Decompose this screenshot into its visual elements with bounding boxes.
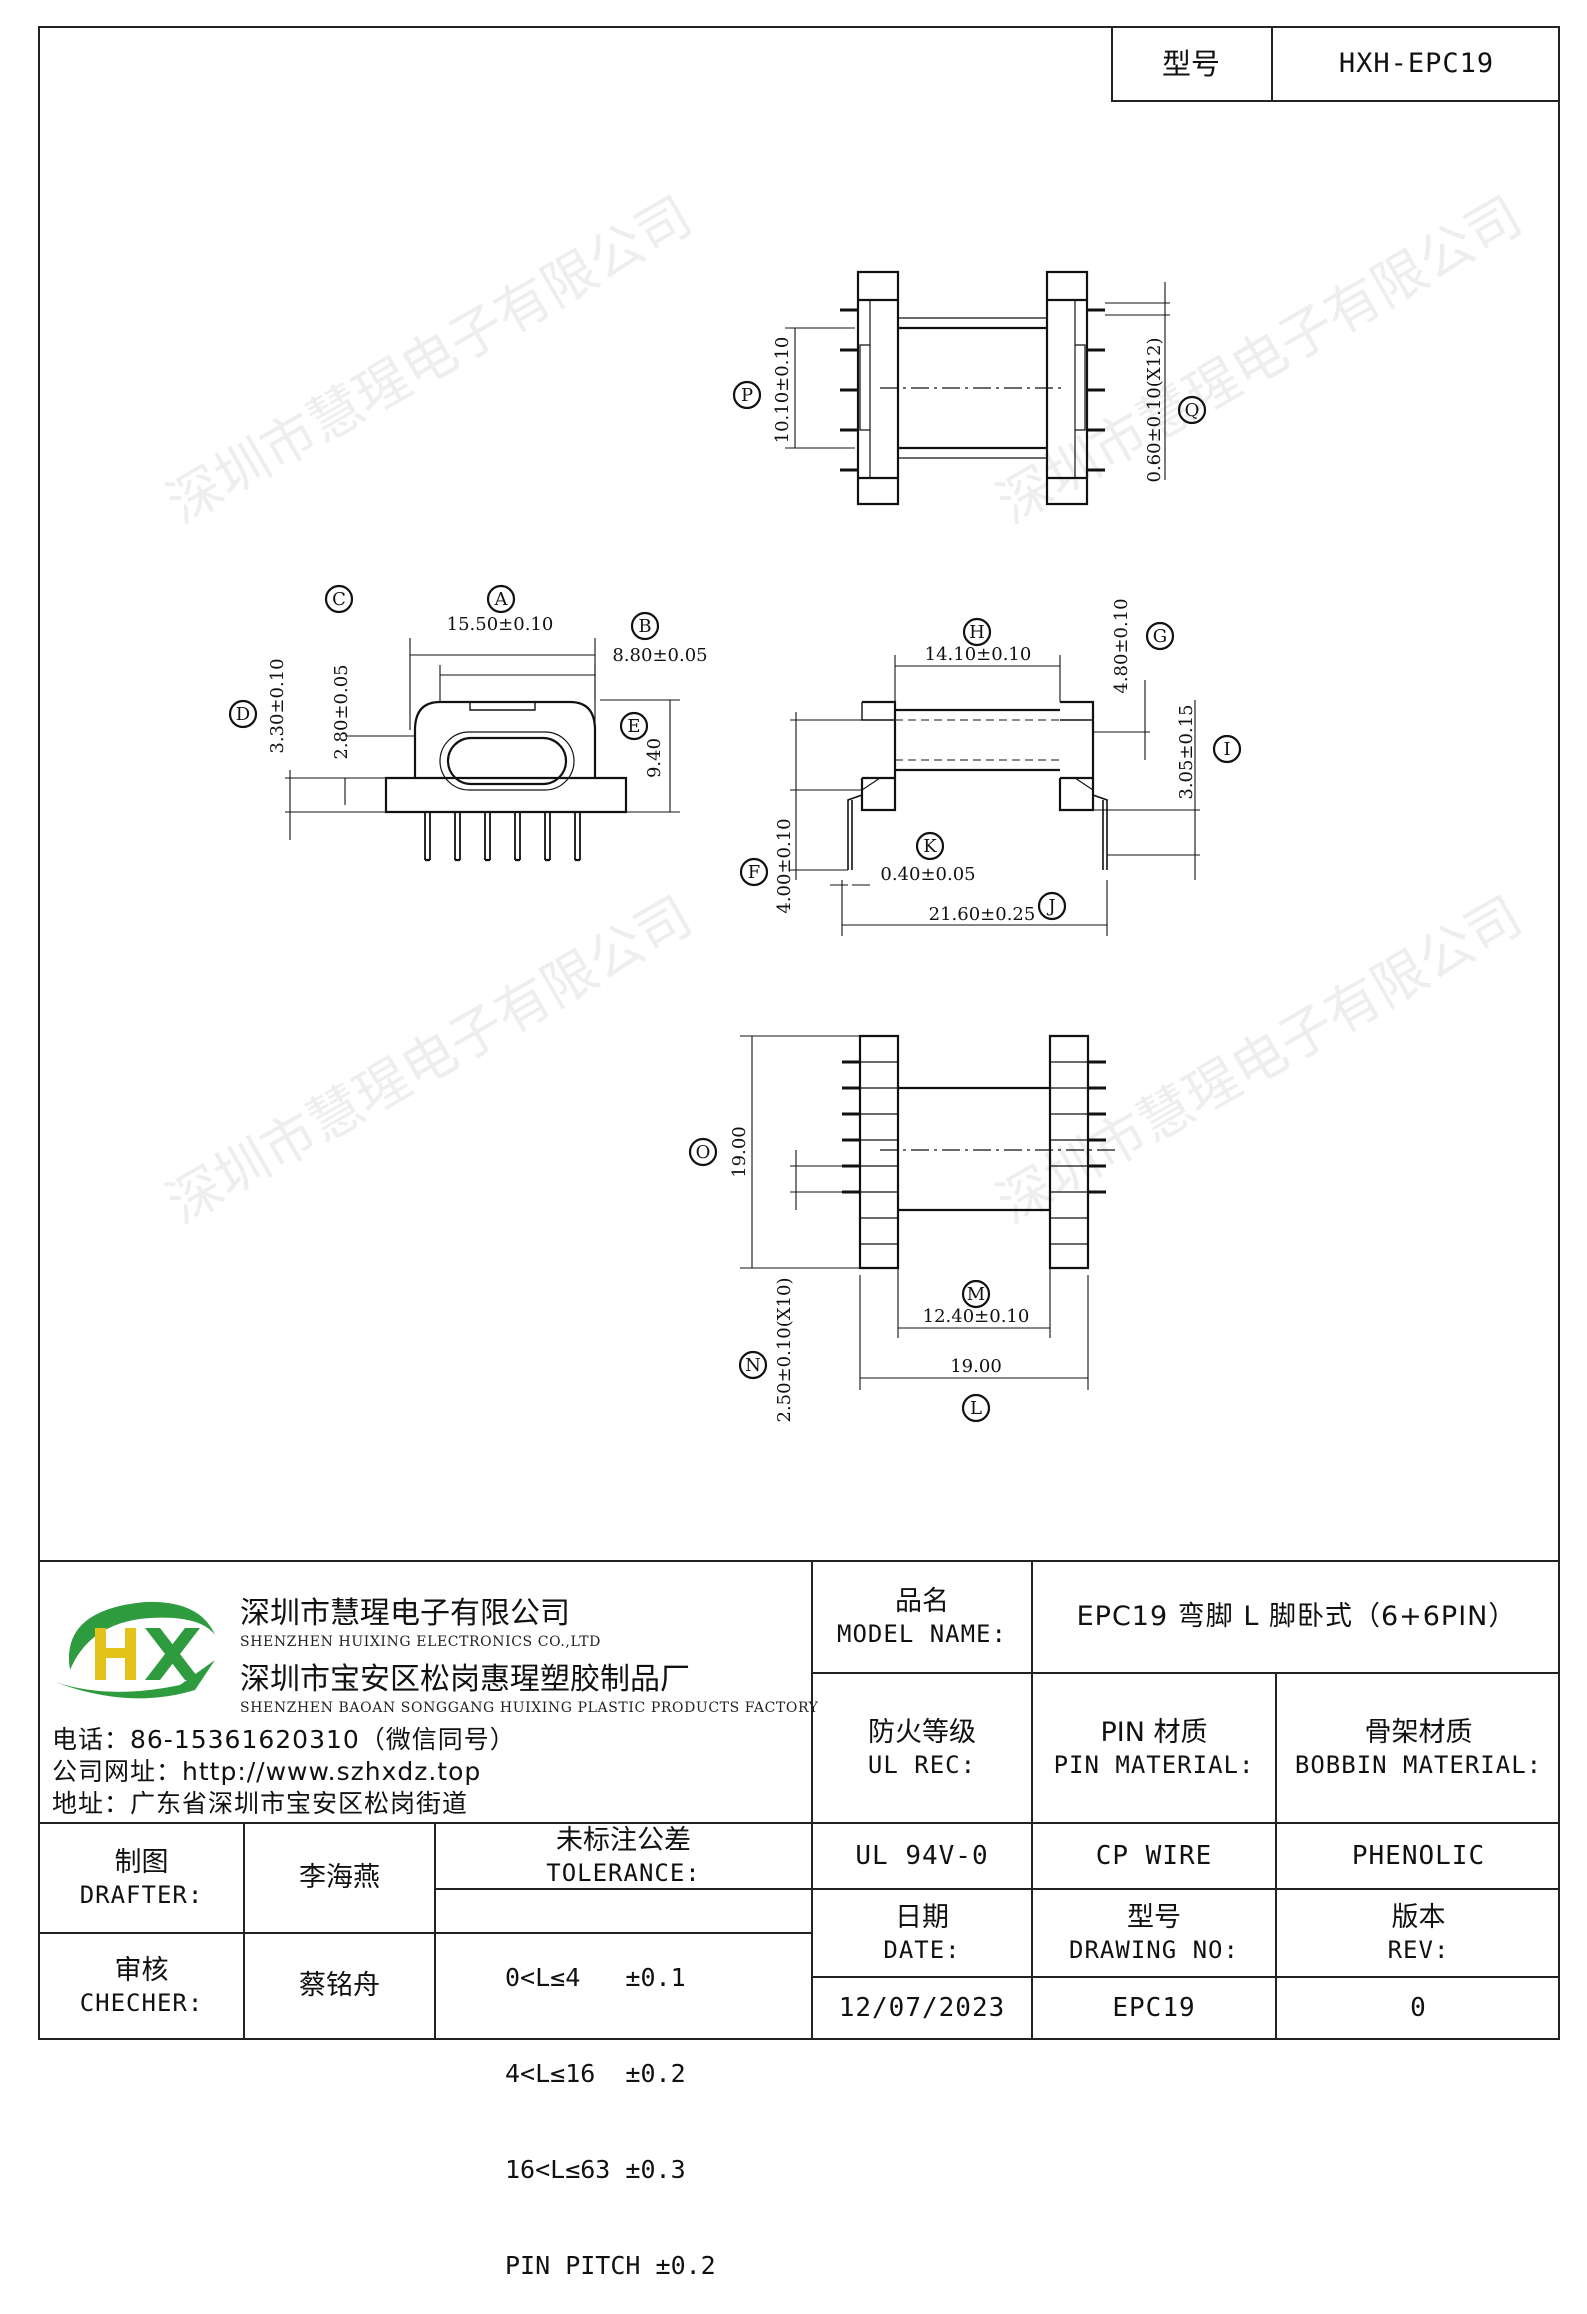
factory-name-cn: 深圳市宝安区松岗惠瑆塑胶制品厂 bbox=[240, 1662, 690, 1697]
tolerance-line: PIN PITCH ±0.2 bbox=[505, 2251, 716, 2280]
dim-e-value: 9.40 bbox=[644, 738, 665, 778]
factory-name-en: SHENZHEN BAOAN SONGGANG HUIXING PLASTIC … bbox=[240, 1700, 819, 1716]
tolerance-line: 0<L≤4 ±0.1 bbox=[505, 1963, 686, 1992]
dim-l-letter: L bbox=[970, 1398, 982, 1419]
company-address: 地址：广东省深圳市宝安区松岗街道 bbox=[52, 1789, 469, 1818]
bobbin-material-value: PHENOLIC bbox=[1351, 1840, 1486, 1871]
dim-n-value: 2.50±0.10(X10) bbox=[774, 1277, 795, 1422]
dim-n-letter: N bbox=[745, 1355, 761, 1376]
dim-o-letter: O bbox=[696, 1142, 711, 1163]
dim-m-letter: M bbox=[967, 1284, 985, 1305]
company-website: 公司网址：http://www.szhxdz.top bbox=[52, 1757, 482, 1786]
dim-f-letter: F bbox=[748, 862, 761, 883]
dim-g-letter: G bbox=[1153, 626, 1167, 647]
drawing-no-label: 型号 DRAWING NO: bbox=[1069, 1902, 1239, 1964]
dim-a-value: 15.50±0.10 bbox=[447, 614, 554, 635]
date-label: 日期 DATE: bbox=[883, 1902, 961, 1964]
dim-f-value: 4.00±0.10 bbox=[774, 818, 795, 913]
dim-d-value: 3.30±0.10 bbox=[267, 658, 288, 753]
ul-rec-label: 防火等级 UL REC: bbox=[867, 1717, 977, 1779]
tolerance-line: 4<L≤16 ±0.2 bbox=[505, 2059, 686, 2088]
top-view bbox=[785, 270, 1170, 506]
rev-label: 版本 REV: bbox=[1387, 1902, 1450, 1964]
tolerance-label: 未标注公差 TOLERANCE: bbox=[546, 1825, 701, 1887]
tolerance-line: 16<L≤63 ±0.3 bbox=[505, 2155, 686, 2184]
checker-name: 蔡铭舟 bbox=[299, 1970, 380, 2002]
dim-q-letter: Q bbox=[1185, 400, 1200, 421]
dim-j-value: 21.60±0.25 bbox=[929, 904, 1036, 925]
model-name-label: 品名 MODEL NAME: bbox=[837, 1586, 1007, 1648]
header-model-value: HXH-EPC19 bbox=[1338, 48, 1495, 80]
dim-i-letter: I bbox=[1223, 739, 1230, 760]
drafter-name: 李海燕 bbox=[299, 1862, 380, 1894]
drawing-frame bbox=[38, 26, 1560, 2040]
bobbin-material-label: 骨架材质 BOBBIN MATERIAL: bbox=[1294, 1717, 1543, 1779]
header-model-box bbox=[1111, 26, 1560, 102]
pin-material-value: CP WIRE bbox=[1095, 1840, 1213, 1871]
tolerance-table: 0<L≤4 ±0.1 4<L≤16 ±0.2 16<L≤63 ±0.3 PIN … bbox=[505, 1898, 716, 2314]
side-view bbox=[790, 655, 1200, 936]
dim-a-letter: A bbox=[494, 589, 509, 610]
drafter-label: 制图 DRAFTER: bbox=[79, 1847, 204, 1909]
rev-value: 0 bbox=[1410, 1992, 1427, 2023]
dim-c-letter: C bbox=[332, 589, 346, 610]
dim-c-value: 2.80±0.05 bbox=[331, 664, 352, 759]
dim-g-value: 4.80±0.10 bbox=[1111, 598, 1132, 693]
ul-rec-value: UL 94V-0 bbox=[855, 1840, 989, 1871]
company-name-cn: 深圳市慧瑆电子有限公司 bbox=[240, 1596, 570, 1631]
date-value: 12/07/2023 bbox=[838, 1992, 1006, 2023]
dim-k-value: 0.40±0.05 bbox=[880, 864, 975, 885]
dim-o-value: 19.00 bbox=[729, 1126, 750, 1178]
dim-i-value: 3.05±0.15 bbox=[1176, 704, 1197, 799]
dim-d-letter: D bbox=[236, 704, 250, 725]
dim-l-value: 19.00 bbox=[950, 1356, 1002, 1377]
dim-b-value: 8.80±0.05 bbox=[612, 645, 707, 666]
header-model-label: 型号 bbox=[1161, 46, 1220, 81]
dim-q-value: 0.60±0.10(X12) bbox=[1144, 337, 1165, 482]
dim-e-letter: E bbox=[627, 716, 640, 737]
technical-drawing: A 15.50±0.10 B 8.80±0.05 C 2.80±0.05 D 3… bbox=[228, 270, 1242, 1423]
dim-k-letter: K bbox=[923, 836, 937, 857]
dim-p-letter: P bbox=[741, 385, 753, 406]
pin-material-label: PIN 材质 PIN MATERIAL: bbox=[1053, 1717, 1255, 1779]
drawing-no-value: EPC19 bbox=[1112, 1992, 1196, 2023]
company-name-en: SHENZHEN HUIXING ELECTRONICS CO.,LTD bbox=[240, 1634, 601, 1650]
dim-m-value: 12.40±0.10 bbox=[923, 1306, 1030, 1327]
dim-h-letter: H bbox=[969, 622, 985, 643]
company-phone: 电话：86-15361620310（微信同号） bbox=[52, 1725, 516, 1754]
checker-label: 审核 CHECHER: bbox=[79, 1955, 204, 2017]
dim-h-value: 14.10±0.10 bbox=[925, 644, 1032, 665]
company-logo bbox=[50, 1590, 220, 1700]
bottom-view bbox=[740, 1034, 1120, 1390]
dim-b-letter: B bbox=[638, 616, 651, 637]
front-view bbox=[285, 638, 680, 862]
model-name-value: EPC19 弯脚 L 脚卧式（6+6PIN） bbox=[1076, 1601, 1517, 1633]
dim-j-letter: J bbox=[1046, 896, 1055, 917]
dim-p-value: 10.10±0.10 bbox=[772, 337, 793, 444]
